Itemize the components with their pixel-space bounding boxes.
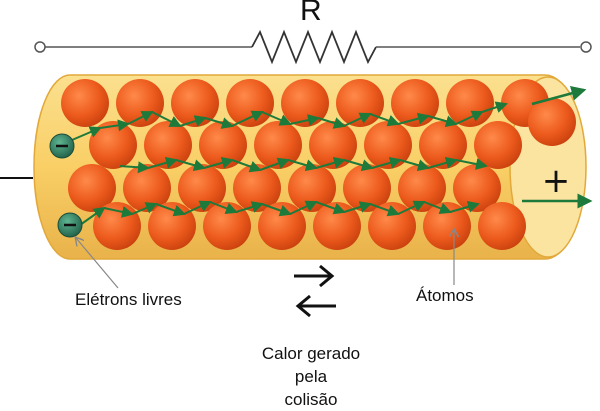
exchange-arrows-icon [294, 264, 336, 318]
resistor-label: R [300, 0, 322, 27]
exit-arrow-top [531, 86, 587, 106]
electron-path-arrow [231, 159, 262, 173]
resistor-zigzag [251, 29, 377, 65]
atom-icon [478, 202, 526, 250]
atom-icon [123, 164, 171, 212]
electron-path-arrow [343, 112, 372, 127]
electron-path-arrow [261, 203, 292, 217]
atom-icon [203, 202, 251, 250]
electron-path-arrow [369, 203, 400, 217]
electron-path-arrow [427, 156, 458, 169]
electron-path-arrow [231, 110, 264, 127]
electron-path-arrow [259, 157, 290, 171]
free-electrons-label: Elétrons livres [75, 290, 182, 309]
electron-path-arrow [289, 200, 318, 215]
circuit-wire [34, 29, 592, 65]
electron-path-arrow [147, 156, 178, 169]
atom-icon [368, 202, 416, 250]
electron-path-arrow [369, 113, 400, 127]
electron-path-arrow [261, 111, 292, 126]
electron-path-arrow [155, 203, 186, 217]
electron-path-arrow [131, 202, 158, 215]
heat-caption-line-1: Calor gerado [261, 344, 361, 363]
atom-icon [419, 121, 467, 169]
electron-path-arrow [449, 200, 480, 213]
electron-path-arrow [175, 159, 206, 172]
atom-icon [199, 121, 247, 169]
electron-path-arrow [397, 200, 426, 215]
heat-caption-line-3: colisão [284, 390, 338, 409]
electron-path-arrow [204, 117, 234, 129]
electron-path-arrow [399, 159, 430, 172]
electron-path-arrow [103, 206, 134, 218]
electron-path-arrow [127, 111, 154, 125]
atom-icon [446, 79, 494, 127]
atom-icon [398, 164, 446, 212]
atoms-label: Átomos [416, 286, 474, 305]
atom-icon [233, 164, 281, 212]
left-terminal-node [34, 41, 46, 53]
electron-path-arrow [427, 115, 458, 128]
electron-path-arrow [317, 117, 346, 129]
atom-icon [61, 79, 109, 127]
atom-icon [178, 164, 226, 212]
electron-path-arrow [71, 126, 102, 141]
atom-icon [226, 79, 274, 127]
electron-path-arrow [343, 159, 374, 172]
electron-path-arrow [455, 158, 488, 170]
atom-icon [144, 121, 192, 169]
electron-path-arrow [315, 201, 346, 215]
atom-icon [93, 202, 141, 250]
electron-path-arrow [179, 115, 207, 127]
electron-path-arrow [287, 159, 318, 172]
electron-path-arrows [71, 101, 508, 226]
electron-path-arrow [481, 101, 508, 113]
atom-icon [474, 121, 522, 169]
electron-path-arrow [79, 206, 106, 226]
electron-path-arrow [183, 200, 212, 215]
positive-sign: + [542, 161, 571, 201]
electron-path-arrow [343, 201, 372, 213]
end-face-atom [528, 98, 576, 146]
electron-bottom [57, 212, 83, 238]
atom-icon [116, 79, 164, 127]
electron-path-arrow [119, 161, 150, 174]
electron-path-arrow [235, 201, 264, 213]
electron-callout-line [76, 238, 119, 289]
atom-icon [254, 121, 302, 169]
atom-icon [258, 202, 306, 250]
electron-top [49, 133, 75, 159]
atom-icon [89, 121, 137, 169]
atom-icon [68, 164, 116, 212]
atom-icon [171, 79, 219, 127]
electron-path-arrow [315, 156, 346, 169]
electron-path-arrow [455, 110, 484, 125]
atom-icon [343, 164, 391, 212]
atom-icon [423, 202, 471, 250]
electron-path-arrow [289, 114, 320, 126]
heat-caption: Calor gerado pela colisão [236, 342, 386, 411]
atom-icon [453, 164, 501, 212]
electron-path-arrow [209, 201, 238, 215]
electron-path-arrow [397, 112, 430, 125]
electron-path-arrow [99, 119, 130, 132]
atom-icon [313, 202, 361, 250]
right-terminal-node [580, 41, 592, 53]
electron-path-arrow [151, 111, 182, 127]
electron-path-arrow [203, 156, 234, 169]
electron-path-arrow [371, 156, 402, 169]
atom-icon [288, 164, 336, 212]
heat-caption-line-2: pela [294, 367, 328, 386]
atom-icon [336, 79, 384, 127]
electron-path-arrow [423, 201, 452, 215]
